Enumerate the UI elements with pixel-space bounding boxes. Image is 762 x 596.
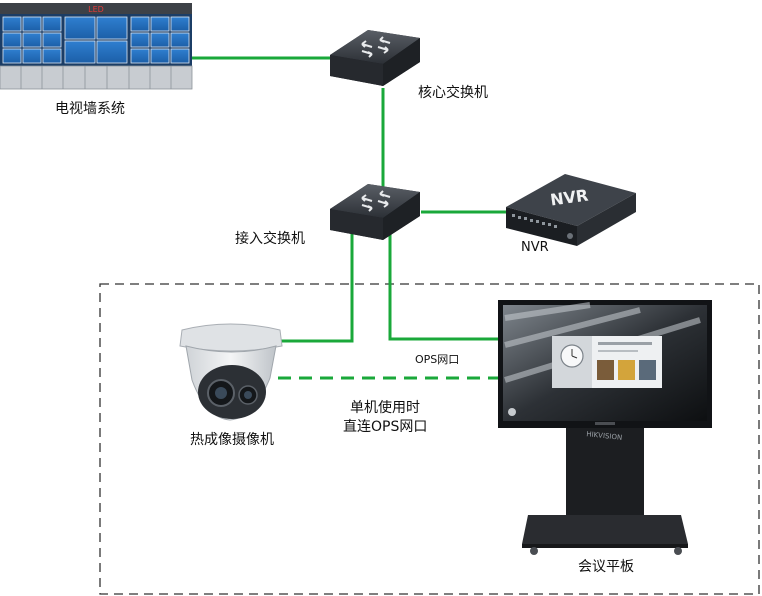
site-boundary <box>99 283 760 595</box>
link-access-to-panel-ops <box>388 233 500 341</box>
meeting-panel-label: 会议平板 <box>578 559 634 575</box>
panel-brand-text: HIKVISION <box>586 430 623 442</box>
access-switch-label: 接入交换机 <box>235 230 305 247</box>
core-switch-icon <box>330 30 420 86</box>
direct-connect-line1: 单机使用时 <box>350 399 420 416</box>
ops-port-label: OPS网口 <box>415 353 459 366</box>
video-wall-icon: LED <box>0 3 193 90</box>
link-access-to-camera <box>280 233 354 343</box>
access-switch-icon <box>330 184 420 240</box>
core-switch-label: 核心交换机 <box>418 84 488 101</box>
meeting-panel-icon: HIKVISION <box>498 300 712 555</box>
thermal-camera-label: 热成像摄像机 <box>190 432 274 448</box>
nvr-icon: NVR <box>506 174 636 246</box>
thermal-camera-icon <box>179 323 283 421</box>
nvr-label: NVR <box>521 240 549 255</box>
video-wall-label: 电视墙系统 <box>55 101 125 117</box>
network-links <box>192 56 506 380</box>
direct-connect-line2: 直连OPS网口 <box>343 418 427 435</box>
video-wall-screen-text: LED <box>88 5 104 14</box>
